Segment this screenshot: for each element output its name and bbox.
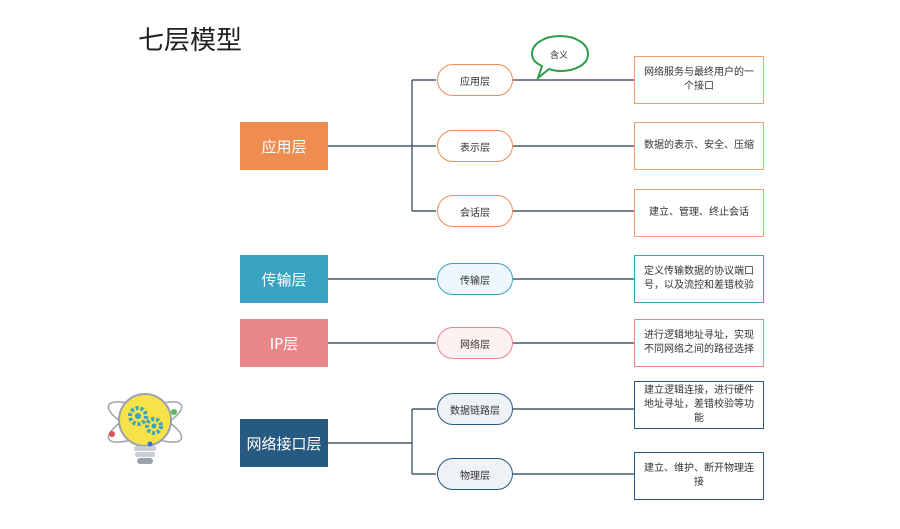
sublayer-label: 传输层 [460,275,490,287]
bubble-label: 含义 [549,50,568,61]
speech-bubble-shape [530,34,590,80]
desc-text: 建立、管理、终止会话 [649,207,749,218]
sublayer-label: 应用层 [460,76,490,88]
desc-physical: 建立、维护、断开物理连接 [634,452,764,500]
lightbulb-gears-icon [107,393,183,464]
layer-ip: IP层 [240,319,328,367]
page-title: 七层模型 [138,26,243,56]
meaning-bubble: 含义 [532,36,586,76]
sublayer-presentation: 表示层 [437,130,513,162]
desc-application: 网络服务与最终用户的一个接口 [634,56,764,104]
layer-transport: 传输层 [240,255,328,303]
desc-transport: 定义传输数据的协议端口号，以及流控和差错校验 [634,255,764,303]
sublayer-label: 会话层 [460,207,490,219]
desc-presentation: 数据的表示、安全、压缩 [634,122,764,170]
desc-text: 建立、维护、断开物理连接 [644,463,754,488]
sublayer-label: 物理层 [460,470,490,482]
layer-label: 网络接口层 [246,434,322,453]
desc-session: 建立、管理、终止会话 [634,189,764,237]
layer-label: 传输层 [261,270,307,289]
desc-text: 建立逻辑连接，进行硬件地址寻址，差错校验等功能 [644,385,754,424]
desc-data-link: 建立逻辑连接，进行硬件地址寻址，差错校验等功能 [634,381,764,429]
desc-text: 网络服务与最终用户的一个接口 [644,67,754,92]
sublayer-application: 应用层 [437,64,513,96]
sublayer-label: 表示层 [460,142,490,154]
layer-label: IP层 [269,334,299,353]
sublayer-session: 会话层 [437,195,513,227]
sublayer-label: 网络层 [460,339,490,351]
sublayer-network: 网络层 [437,327,513,359]
sublayer-transport: 传输层 [437,263,513,295]
layer-application: 应用层 [240,122,328,170]
desc-text: 定义传输数据的协议端口号，以及流控和差错校验 [644,266,754,291]
layer-network-interface: 网络接口层 [240,419,328,467]
sublayer-label: 数据链路层 [450,405,500,417]
desc-network: 进行逻辑地址寻址，实现不同网络之间的路径选择 [634,319,764,367]
sublayer-physical: 物理层 [437,458,513,490]
desc-text: 进行逻辑地址寻址，实现不同网络之间的路径选择 [644,330,754,355]
layer-label: 应用层 [261,137,307,156]
sublayer-data-link: 数据链路层 [437,393,513,425]
desc-text: 数据的表示、安全、压缩 [644,140,754,151]
